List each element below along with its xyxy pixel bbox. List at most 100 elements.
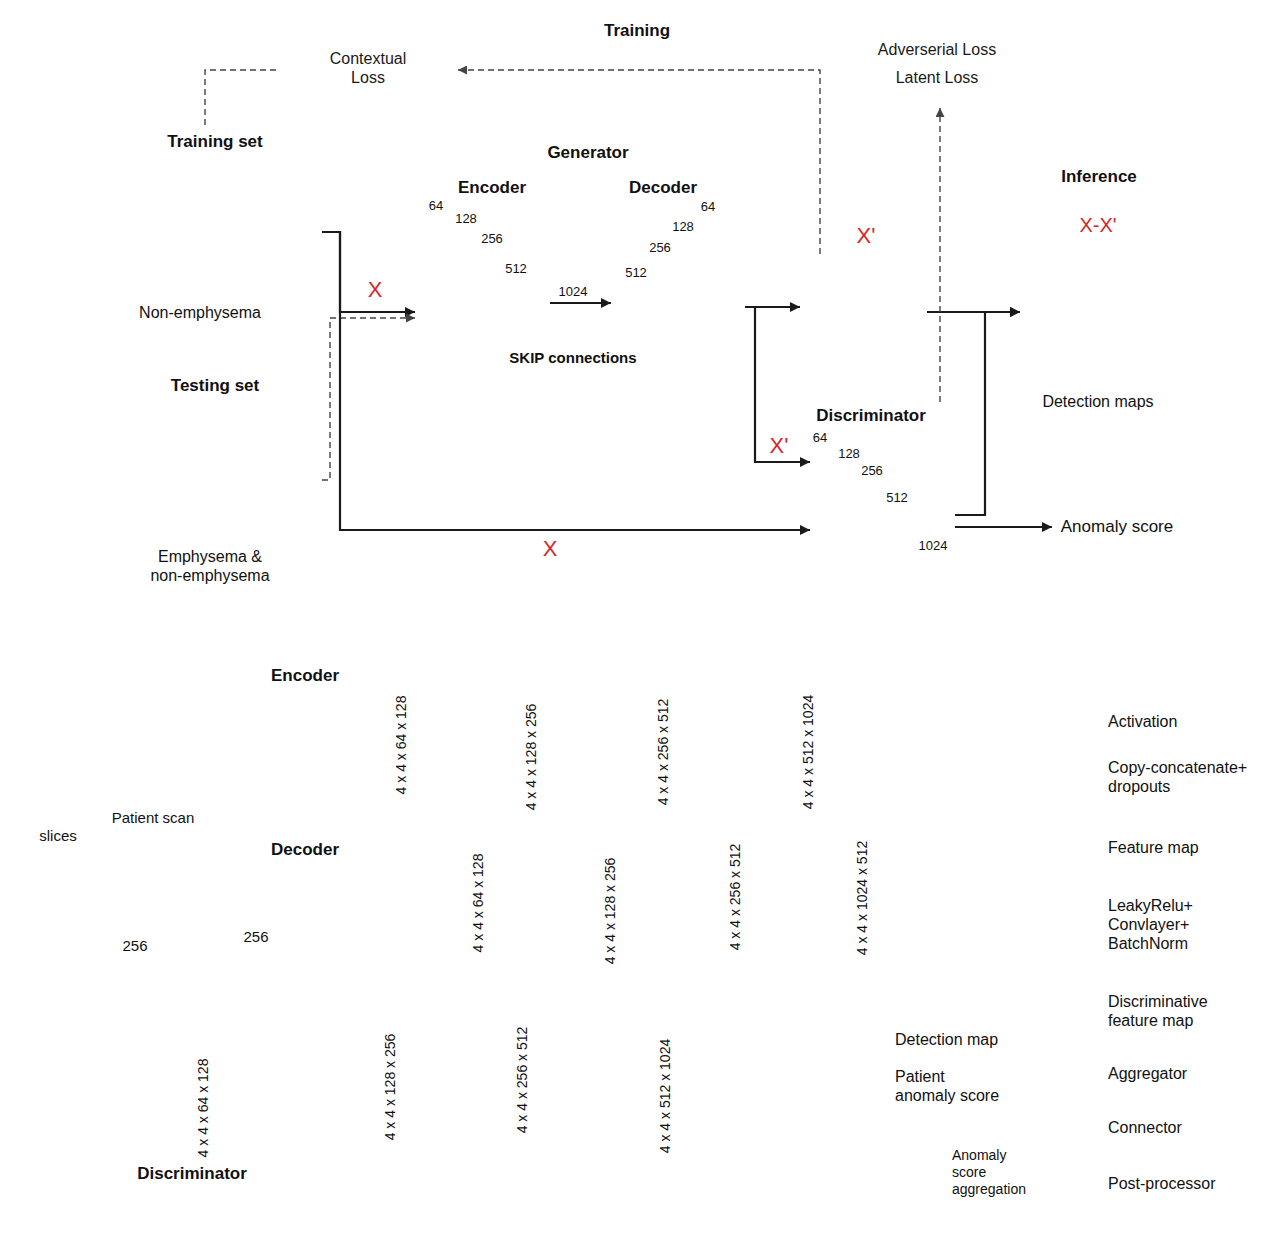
node-shape	[845, 28, 1028, 108]
neuron-link	[1066, 936, 1094, 938]
feature-map	[598, 1090, 629, 1091]
neuron-link	[692, 908, 718, 913]
neuron	[674, 748, 682, 756]
neuron-link	[408, 1100, 444, 1106]
node-text: Anomaly score	[1061, 517, 1173, 537]
neuron	[534, 1100, 542, 1108]
copied-feature-map	[511, 856, 512, 910]
node-text: Latent Loss	[896, 68, 979, 87]
feature-map	[736, 750, 796, 760]
score-slice	[778, 1126, 926, 1140]
neuron	[542, 758, 550, 766]
feature-map	[777, 890, 778, 925]
bottleneck-vector	[870, 760, 945, 769]
feature-map	[628, 890, 658, 930]
feature-map	[786, 750, 796, 782]
neuron-link	[538, 1088, 574, 1093]
node-text: Contextual Loss	[318, 49, 418, 87]
neuron	[440, 1096, 448, 1104]
neuron-link	[408, 1085, 444, 1090]
neuron-link	[1066, 938, 1094, 946]
neuron-link	[408, 1074, 444, 1080]
ct-body	[141, 196, 257, 279]
connector	[955, 312, 1020, 515]
ct-slice	[134, 412, 272, 538]
text-label: 512	[886, 488, 908, 506]
feature-map	[355, 712, 381, 713]
neuron-link	[409, 899, 441, 900]
legend-symbol	[1079, 1002, 1080, 1029]
detection-speckle	[1072, 316, 1076, 320]
ct-vessel	[886, 318, 889, 321]
node-text: Inference	[1061, 167, 1137, 187]
neuron	[1090, 908, 1098, 916]
dimension-label: 4 x 4 x 256 x 512	[655, 699, 672, 806]
copied-feature-map	[505, 896, 525, 897]
connector	[550, 302, 611, 304]
neuron-link	[538, 1083, 574, 1098]
neuron	[413, 700, 421, 708]
feature-map	[628, 916, 658, 917]
ct-body	[147, 201, 252, 274]
node-shape	[278, 28, 458, 108]
neuron	[548, 887, 556, 895]
neuron	[548, 910, 556, 918]
ct-vessel	[170, 471, 173, 474]
node-text: Encoder	[458, 178, 526, 198]
node-outline	[278, 28, 458, 108]
neuron	[678, 1096, 686, 1104]
neuron-link	[266, 1074, 318, 1097]
skip-connection	[438, 410, 694, 411]
dimension-label: 4 x 4 x 1024 x 512	[854, 841, 871, 955]
score-slice	[778, 1176, 926, 1190]
text-label: 128	[455, 209, 477, 227]
neuron-link	[546, 750, 588, 766]
feature-map	[492, 897, 512, 898]
neuron	[840, 760, 848, 768]
neuron-link	[538, 1072, 574, 1098]
node-shape	[611, 168, 745, 422]
neuron-link	[408, 1074, 444, 1090]
aggregator	[836, 1121, 850, 1135]
neuron-link	[266, 1078, 318, 1120]
node-text: Detection maps	[1042, 392, 1153, 411]
neuron	[534, 1079, 542, 1087]
neuron-link	[417, 723, 464, 765]
neuron-link	[409, 920, 441, 933]
legend-text: Activation	[1108, 712, 1177, 731]
text-label: Encoder	[271, 666, 339, 686]
neuron	[534, 1089, 542, 1097]
copied-feature-map	[672, 862, 682, 910]
node-shape	[92, 125, 322, 330]
neuron	[404, 1091, 412, 1099]
ct-slice	[805, 259, 922, 367]
neuron	[262, 1055, 270, 1063]
neuron-link	[678, 766, 712, 771]
feature-map	[492, 925, 512, 926]
neuron-link	[678, 770, 712, 774]
neuron	[405, 885, 413, 893]
ct-lung	[156, 453, 195, 506]
node-text: X'	[857, 223, 876, 249]
ct-body	[819, 284, 908, 347]
node-text: Decoder	[629, 178, 697, 198]
layer-link	[440, 300, 458, 301]
copy-node	[371, 801, 376, 806]
neuron-link	[266, 1059, 318, 1098]
copied-feature-map	[360, 890, 382, 891]
neuron-link	[692, 897, 718, 913]
ct-slice	[146, 400, 284, 526]
neuron-link	[552, 906, 589, 921]
feature-map	[598, 1074, 629, 1098]
neuron-link	[546, 766, 588, 773]
neuron-link	[408, 1080, 444, 1095]
legend-text: Post-processor	[1108, 1174, 1216, 1193]
neuron-link	[1066, 904, 1094, 925]
dimension-label: 4 x 4 x 256 x 512	[654, 699, 672, 806]
node-text: Non-emphysema	[139, 303, 261, 322]
neuron-link	[546, 746, 588, 762]
node-text: Training set	[167, 132, 262, 152]
neuron-link	[417, 704, 464, 766]
neuron-link	[408, 1090, 444, 1095]
neuron-link	[538, 1072, 574, 1078]
